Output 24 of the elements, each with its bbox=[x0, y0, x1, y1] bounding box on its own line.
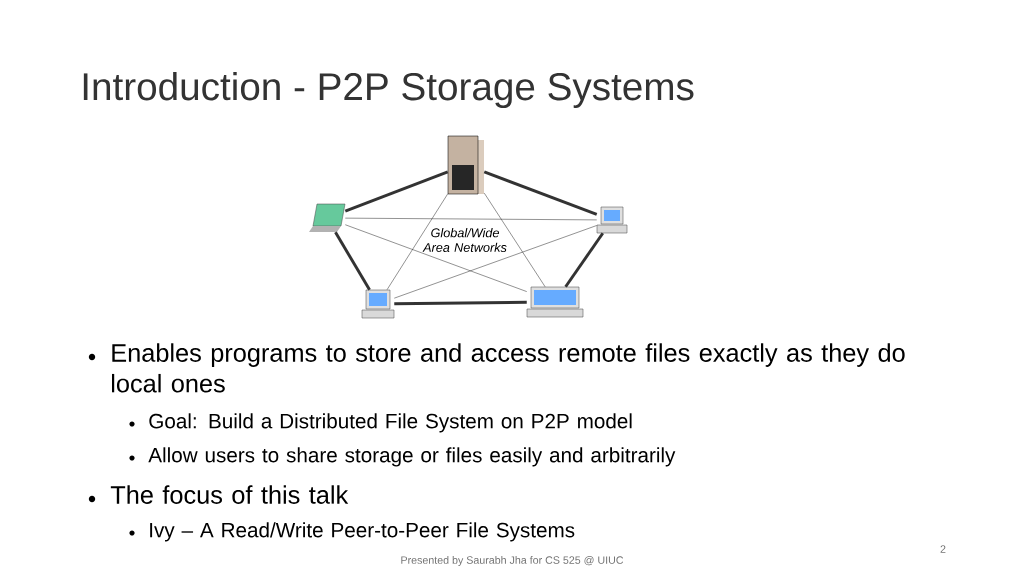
connection-line bbox=[394, 300, 527, 306]
computer-icon bbox=[526, 286, 584, 318]
computer-icon bbox=[361, 289, 395, 319]
page-number: 2 bbox=[940, 545, 946, 553]
connection-line bbox=[483, 170, 598, 216]
bullet-text: Ivy – A Read/Write Peer-to-Peer File Systems bbox=[150, 522, 575, 542]
bullet-text: Goal: Build a Distributed File System on P2P model bbox=[149, 413, 632, 433]
slide-title: Introduction - P2P Storage Systems bbox=[83, 72, 694, 109]
computer-icon bbox=[596, 206, 628, 234]
connection-line bbox=[564, 232, 604, 288]
laptop-icon bbox=[309, 203, 346, 232]
server-icon bbox=[447, 135, 484, 195]
connection-line bbox=[345, 224, 527, 292]
connection-line bbox=[394, 225, 597, 299]
connection-line bbox=[386, 193, 448, 290]
connection-line bbox=[345, 217, 597, 221]
bullet-text: The focus of this talk bbox=[110, 485, 349, 504]
footer-text: Presented by Saurabh Jha for CS 525 @ UIUC bbox=[401, 556, 624, 566]
connection-line bbox=[334, 231, 371, 291]
bullet-text: Allow users to share storage or files easily and arbitrarily bbox=[148, 447, 676, 467]
bullet-text: Enables programs to store and access remote files exactly as they do local ones bbox=[112, 343, 905, 393]
connection-line bbox=[484, 192, 546, 287]
network-label: Global/Wide Area Networks bbox=[422, 228, 507, 252]
connection-line bbox=[344, 170, 449, 213]
